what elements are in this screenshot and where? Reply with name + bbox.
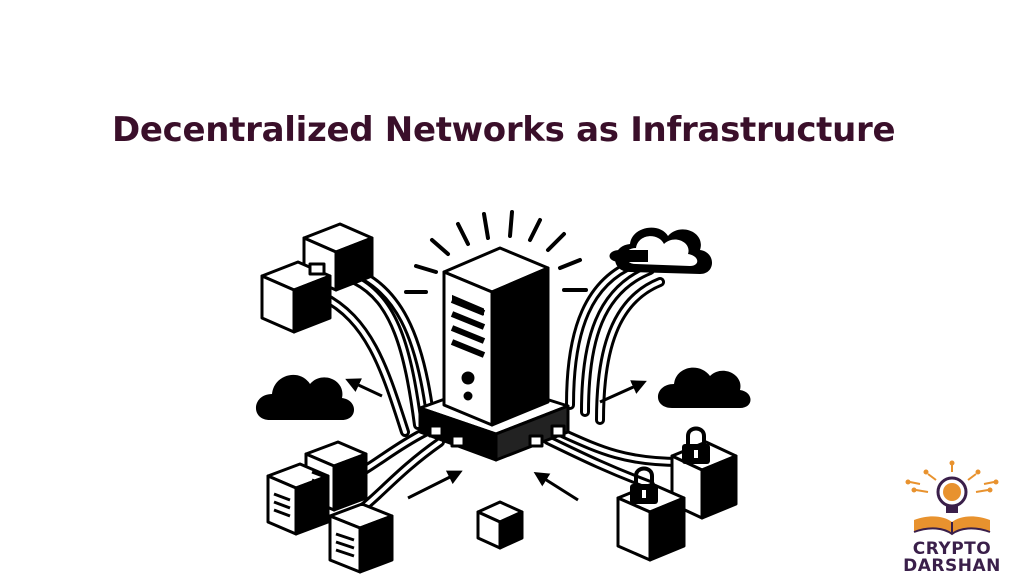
glow-rays (404, 210, 588, 294)
server-rack-cubes-bottom-left (266, 440, 394, 574)
server-tower-icon (442, 246, 550, 427)
cloud-icon-top-right (609, 227, 712, 274)
lock-icon (682, 426, 710, 464)
cable (350, 275, 423, 430)
brand-name-line2: DARSHAN (903, 556, 1001, 576)
brand-name-line1: CRYPTO (912, 539, 992, 559)
arrow (533, 471, 579, 502)
server-rack-cubes-top-left (260, 222, 374, 334)
page-title: Decentralized Networks as Infrastructure (112, 110, 896, 150)
arrow (599, 380, 647, 404)
cloud-icon-right (657, 367, 751, 408)
cloud-icon-left (255, 374, 354, 420)
brand-logo: CRYPTO DARSHAN (892, 460, 1012, 575)
lightbulb-book-icon (905, 460, 999, 536)
arrow (407, 470, 463, 500)
cable-group (317, 257, 685, 515)
lock-icon (630, 466, 658, 504)
direction-arrows (345, 378, 647, 502)
arrow (345, 378, 383, 398)
cube-icon-bottom-center (476, 500, 524, 550)
